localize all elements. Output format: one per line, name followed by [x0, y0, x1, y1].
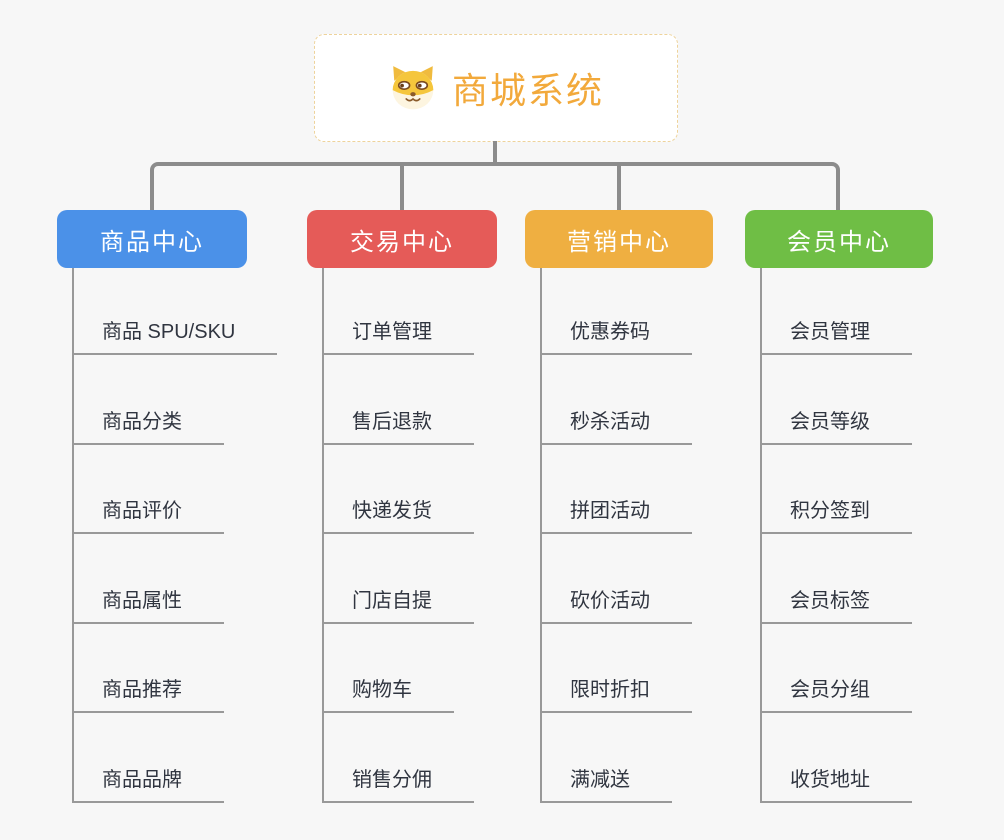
root-title: 商城系统 — [451, 70, 604, 111]
branch-node[interactable]: 交易中心 — [307, 210, 497, 268]
leaf-node[interactable]: 会员等级 — [760, 407, 912, 445]
branch-marketing-center: 营销中心 优惠券码 秒杀活动 拼团活动 砍价活动 限时折扣 满减送 — [525, 210, 785, 820]
leaf-node[interactable]: 会员管理 — [760, 317, 912, 355]
leaf-node[interactable]: 订单管理 — [322, 317, 474, 355]
branch-column-line — [760, 268, 762, 803]
branch-drop-connector — [400, 164, 404, 210]
branch-node[interactable]: 会员中心 — [745, 210, 933, 268]
branch-column-line — [72, 268, 74, 803]
leaf-node[interactable]: 满减送 — [540, 765, 672, 803]
leaf-node[interactable]: 会员标签 — [760, 586, 912, 624]
leaf-node[interactable]: 商品推荐 — [72, 675, 224, 713]
leaf-node[interactable]: 商品评价 — [72, 496, 224, 534]
branch-bus-connector — [150, 162, 840, 214]
branch-trade-center: 交易中心 订单管理 售后退款 快递发货 门店自提 购物车 销售分佣 — [307, 210, 567, 820]
leaf-node[interactable]: 秒杀活动 — [540, 407, 692, 445]
leaf-node[interactable]: 门店自提 — [322, 586, 474, 624]
branch-node[interactable]: 营销中心 — [525, 210, 713, 268]
leaf-node[interactable]: 优惠券码 — [540, 317, 692, 355]
root-node[interactable]: 商城系统 — [314, 34, 678, 142]
leaf-node[interactable]: 商品属性 — [72, 586, 224, 624]
root-stem-connector — [493, 141, 497, 166]
leaf-node[interactable]: 售后退款 — [322, 407, 474, 445]
leaf-node[interactable]: 购物车 — [322, 675, 454, 713]
leaf-node[interactable]: 砍价活动 — [540, 586, 692, 624]
branch-column-line — [322, 268, 324, 803]
leaf-node[interactable]: 收货地址 — [760, 765, 912, 803]
leaf-node[interactable]: 商品分类 — [72, 407, 224, 445]
dog-face-icon — [392, 66, 434, 110]
leaf-node[interactable]: 拼团活动 — [540, 496, 692, 534]
leaf-node[interactable]: 积分签到 — [760, 496, 912, 534]
leaf-node[interactable]: 销售分佣 — [322, 765, 474, 803]
leaf-node[interactable]: 快递发货 — [322, 496, 474, 534]
branch-node[interactable]: 商品中心 — [57, 210, 247, 268]
leaf-node[interactable]: 商品 SPU/SKU — [72, 317, 278, 355]
leaf-node[interactable]: 会员分组 — [760, 675, 912, 713]
branch-column-line — [540, 268, 542, 803]
leaf-node[interactable]: 限时折扣 — [540, 675, 692, 713]
leaf-node[interactable]: 商品品牌 — [72, 765, 224, 803]
branch-product-center: 商品中心 商品 SPU/SKU 商品分类 商品评价 商品属性 商品推荐 商品品牌 — [57, 210, 317, 820]
branch-member-center: 会员中心 会员管理 会员等级 积分签到 会员标签 会员分组 收货地址 — [745, 210, 1004, 820]
branch-drop-connector — [617, 164, 621, 210]
